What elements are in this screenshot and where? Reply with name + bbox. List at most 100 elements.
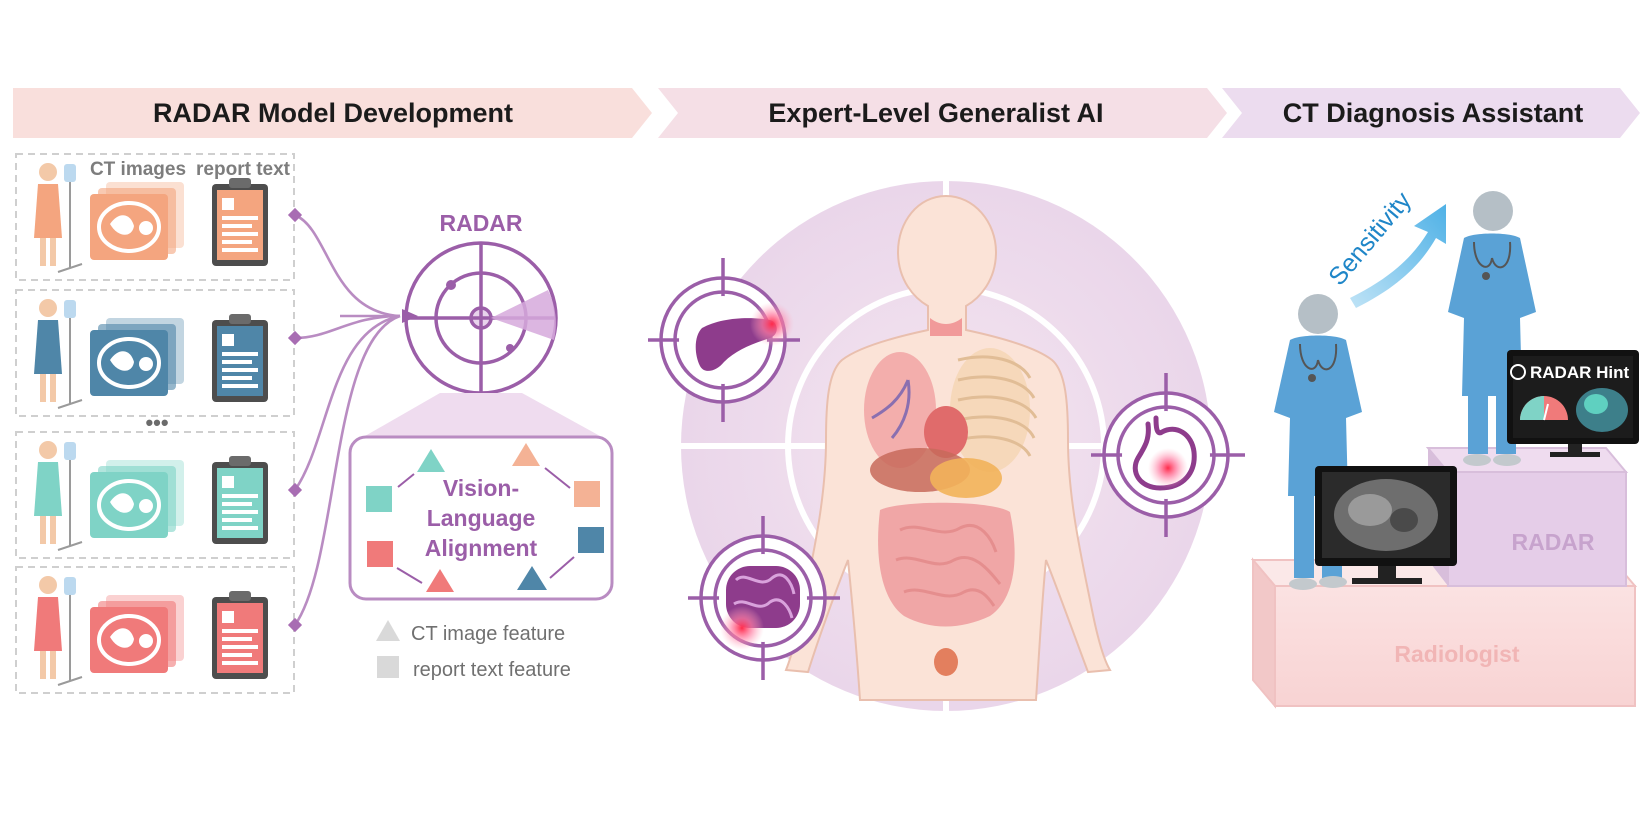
report-line (222, 224, 252, 228)
report-line (222, 526, 258, 530)
target-pancreas (648, 258, 800, 422)
banner-generalist (658, 88, 1227, 138)
bladder (934, 648, 958, 676)
report-avatar (222, 334, 234, 346)
clipboard-clip (229, 591, 251, 601)
legend-triangle-icon (376, 620, 400, 641)
report-line (222, 518, 252, 522)
iv-bag-icon (64, 442, 76, 460)
patient-head (39, 163, 57, 181)
column-header-report-text: report text (196, 159, 291, 180)
ct-liver-shape (110, 215, 134, 235)
image-feature-triangle-red (426, 569, 454, 592)
banner-assistant (1222, 88, 1640, 138)
ct-spine (139, 221, 153, 235)
iv-base (57, 541, 83, 551)
text-feature-square-blue (578, 527, 604, 553)
podium-radiologist (1274, 585, 1636, 707)
assistant-panel: RADAR Radiologist Sensitivity (1250, 186, 1639, 709)
feature-pairs (366, 443, 604, 592)
patient-row (15, 289, 295, 417)
report-line (222, 637, 252, 641)
patient-leg (50, 516, 56, 544)
patient-rows (15, 153, 295, 694)
alignment-label-line-1: Vision- (443, 475, 519, 501)
patient-leg (50, 374, 56, 402)
ct-body-outline (97, 479, 161, 531)
banner-development-title: RADAR Model Development (153, 98, 513, 128)
ct-liver-shape (110, 493, 134, 513)
report-line (222, 368, 258, 372)
image-feature-triangle-peach (512, 443, 540, 466)
banner-development (13, 88, 652, 138)
pancreas-hotspot (750, 302, 794, 346)
ct-spine (139, 357, 153, 371)
iv-base (57, 676, 83, 686)
alignment-box (348, 435, 614, 601)
human-body-illustration (784, 194, 1112, 701)
patient-leg (50, 651, 56, 679)
report-line (222, 494, 258, 498)
podium-radiologist-label: Radiologist (1394, 641, 1520, 667)
connector-dots (287, 207, 303, 633)
radar-title: RADAR (439, 210, 522, 236)
ct-spine (139, 499, 153, 513)
patient-gown (34, 184, 62, 238)
radar-hint-icon (1510, 364, 1526, 380)
report-line (222, 376, 252, 380)
clipboard-clip (229, 456, 251, 466)
ct-body-outline (97, 337, 161, 389)
alignment-label-line-3: Alignment (425, 535, 538, 561)
intestine-folds (895, 524, 1002, 607)
report-line (222, 360, 252, 364)
bronchi (871, 379, 911, 439)
report-line (222, 510, 258, 514)
patient-head (39, 299, 57, 317)
iv-bag-icon (64, 577, 76, 595)
doctor-with-radar (1448, 191, 1536, 466)
ct-liver-shape (110, 351, 134, 371)
column-header-ct-images: CT images (90, 159, 186, 180)
report-avatar (222, 476, 234, 488)
banner-assistant-title: CT Diagnosis Assistant (1283, 98, 1584, 128)
pancreas-stomach (930, 458, 1002, 498)
patient-leg (40, 374, 46, 402)
throat (930, 318, 962, 336)
clipboard-clip (229, 314, 251, 324)
report-line (222, 384, 258, 388)
report-line (222, 248, 258, 252)
report-avatar (222, 198, 234, 210)
radar-target-icon (404, 241, 558, 395)
iv-base (57, 399, 83, 409)
report-line (222, 216, 258, 220)
ct-spine (139, 634, 153, 648)
ct-body-outline (97, 614, 161, 666)
report-line (222, 352, 258, 356)
iv-base (57, 263, 83, 273)
development-panel: CT images report text ••• RADAR (15, 153, 614, 694)
stomach-hotspot (1148, 448, 1188, 488)
patient-gown (34, 597, 62, 651)
patient-row (15, 431, 295, 559)
monitor-radar-hint: RADAR Hint (1507, 350, 1639, 457)
iv-bag-icon (64, 300, 76, 318)
clipboard-clip (229, 178, 251, 188)
generalist-panel (648, 178, 1245, 712)
target-stomach (1091, 373, 1245, 537)
podium-radiologist-side (1252, 557, 1276, 709)
patient-leg (50, 238, 56, 266)
patient-row (15, 566, 295, 694)
patient-leg (40, 516, 46, 544)
alignment-label-line-2: Language (427, 505, 536, 531)
heart (924, 406, 968, 458)
ct-liver-shape (110, 628, 134, 648)
legend-image-feature: CT image feature (411, 623, 565, 645)
iv-bag-icon (64, 164, 76, 182)
image-feature-triangle-teal (417, 449, 445, 472)
lung-left (864, 352, 936, 468)
text-feature-square-teal (366, 486, 392, 512)
sensitivity-arrow-icon (1350, 204, 1446, 308)
podium-radar (1447, 471, 1627, 587)
banner-row: RADAR Model Development Expert-Level Gen… (13, 88, 1640, 138)
